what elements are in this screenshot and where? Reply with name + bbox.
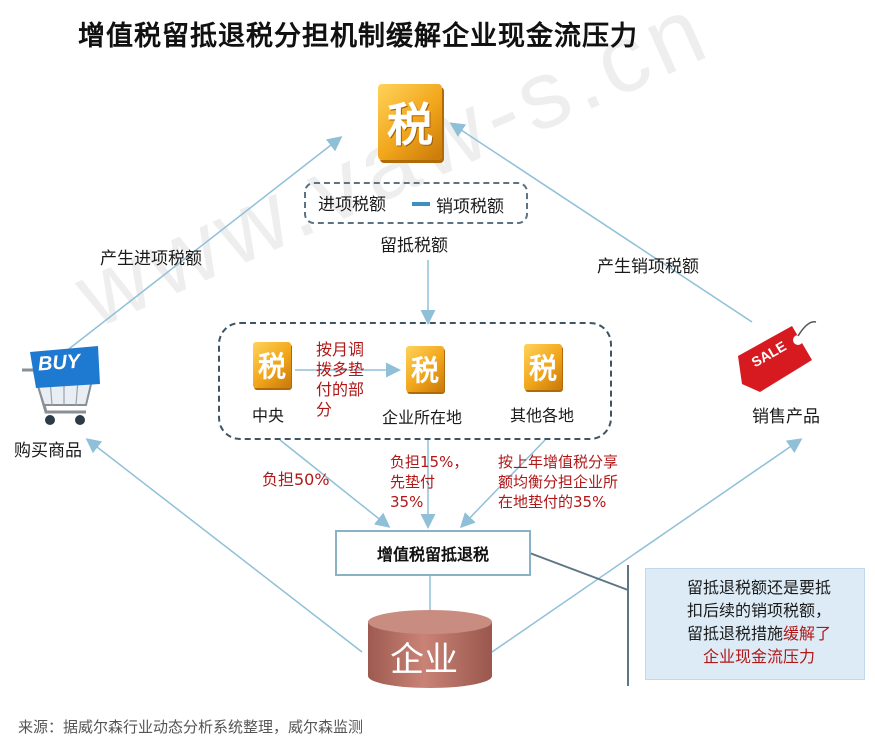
transfer-note-line: 按月调 <box>316 340 364 360</box>
other-share-line: 额均衡分担企业所 <box>498 472 618 492</box>
transfer-note-line: 分 <box>316 400 364 420</box>
local-share-line: 先垫付 <box>390 472 468 492</box>
input-tax-label: 进项税额 <box>318 190 386 215</box>
transfer-note-line: 付的部 <box>316 380 364 400</box>
other-share: 按上年增值税分享 额均衡分担企业所 在地垫付的35% <box>498 452 618 512</box>
note-plain: 留抵退税措施 <box>687 624 783 643</box>
tax-credit-caption: 留抵税额 <box>380 231 448 256</box>
enterprise-label: 企业 <box>390 632 458 681</box>
note-line: 扣后续的销项税额， <box>660 599 858 622</box>
output-tax-arrow-label: 产生销项税额 <box>597 252 699 277</box>
note-highlight-line: 企业现金流压力 <box>660 645 858 668</box>
local-share: 负担15%， 先垫付 35% <box>390 452 468 512</box>
output-tax-label: 销项税额 <box>436 192 504 217</box>
transfer-note-line: 拨多垫 <box>316 360 364 380</box>
central-share: 负担50% <box>262 470 330 490</box>
other-share-line: 在地垫付的35% <box>498 492 618 512</box>
other-label: 其他各地 <box>510 402 574 426</box>
buy-caption: 购买商品 <box>14 436 82 461</box>
other-share-line: 按上年增值税分享 <box>498 452 618 472</box>
buy-badge: BUY <box>37 351 81 377</box>
source-note: 来源：据威尔森行业动态分析系统整理，威尔森监测 <box>18 716 363 737</box>
tax-character-icon: 税 <box>524 344 562 390</box>
note-box: 留抵退税额还是要抵 扣后续的销项税额， 留抵退税措施缓解了 企业现金流压力 <box>645 568 865 680</box>
note-line: 留抵退税措施缓解了 <box>660 622 858 645</box>
input-tax-arrow-label: 产生进项税额 <box>100 244 202 269</box>
local-label: 企业所在地 <box>382 404 462 428</box>
transfer-note: 按月调 拨多垫 付的部 分 <box>316 340 364 420</box>
vat-refund-box: 增值税留抵退税 <box>335 530 531 576</box>
note-line: 留抵退税额还是要抵 <box>660 576 858 599</box>
tax-character-icon: 税 <box>406 346 444 392</box>
local-share-line: 负担15%， <box>390 452 468 472</box>
local-share-line: 35% <box>390 492 468 512</box>
minus-sign <box>412 202 430 206</box>
tax-character-icon: 税 <box>378 84 442 160</box>
callout-line <box>527 552 628 590</box>
tax-character-icon: 税 <box>253 342 291 388</box>
central-label: 中央 <box>252 402 284 426</box>
note-highlight: 缓解了 <box>783 624 831 643</box>
sale-caption: 销售产品 <box>752 402 820 427</box>
